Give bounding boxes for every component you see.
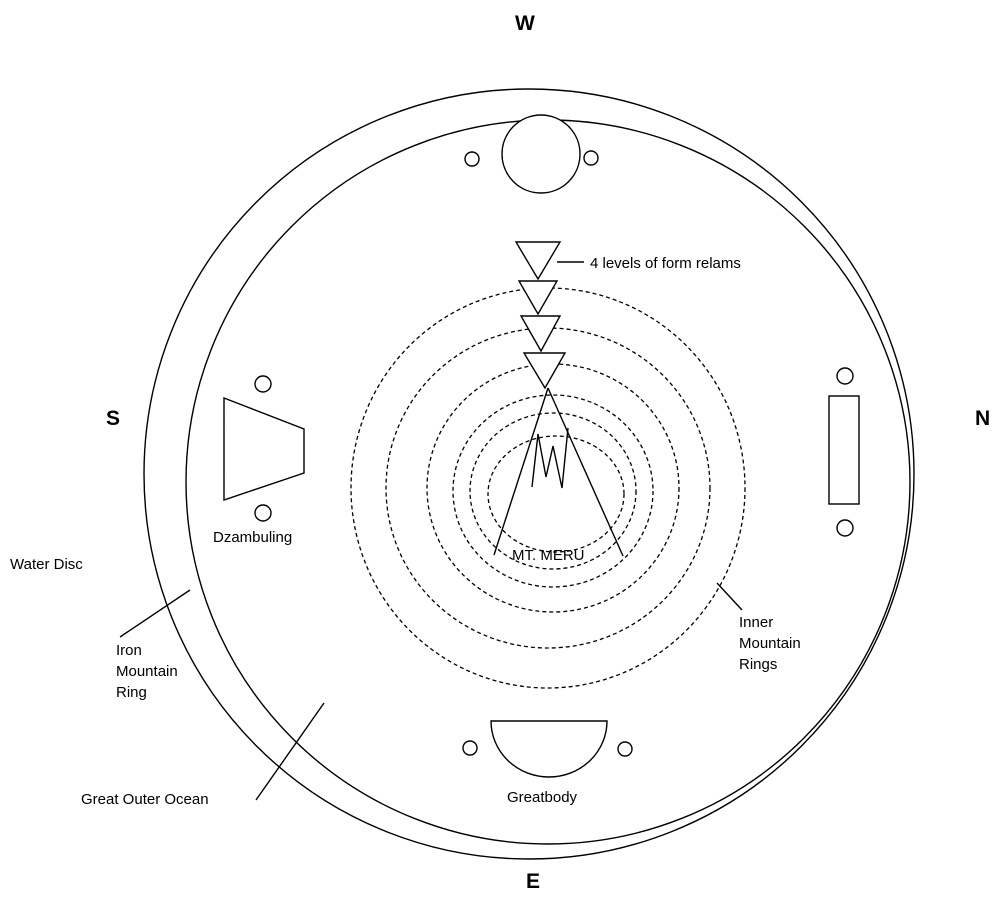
dzambuling-label: Dzambuling	[213, 529, 292, 546]
dzambuling-continent	[223, 375, 305, 522]
north-continent	[828, 367, 860, 537]
inner-rings-pointer	[716, 582, 743, 611]
greatbody-continent	[462, 720, 633, 778]
mt-meru-label: MT. MERU	[512, 547, 585, 564]
inner-rings-label-line-2: Mountain	[739, 635, 801, 652]
direction-south: S	[106, 407, 120, 430]
form-realms-label: 4 levels of form relams	[590, 255, 741, 272]
form-realms	[514, 241, 567, 390]
iron-ring-label-line-1: Iron	[116, 642, 142, 659]
direction-east: E	[526, 870, 540, 893]
inner-rings-label-line-3: Rings	[739, 656, 777, 673]
greatbody-islet-right	[617, 741, 633, 757]
form-realm-level-2	[519, 315, 562, 353]
great-outer-ocean-pointer	[255, 702, 325, 801]
iron-ring-label-line-3: Ring	[116, 684, 147, 701]
dzambuling-islet-top	[254, 375, 272, 393]
mt-meru	[493, 387, 624, 557]
inner-ring-1	[350, 287, 746, 689]
water-disc-label: Water Disc	[10, 556, 83, 573]
form-realm-level-1	[522, 352, 567, 390]
great-outer-ocean-label: Great Outer Ocean	[81, 791, 209, 808]
inner-ring-3	[426, 363, 680, 613]
inner-ring-5	[469, 412, 637, 570]
west-islet-left	[464, 151, 480, 167]
north-islet-bottom	[836, 519, 854, 537]
iron-ring-label-line-2: Mountain	[116, 663, 178, 680]
direction-north: N	[975, 407, 990, 430]
form-realm-level-3	[517, 280, 559, 316]
direction-west: W	[515, 12, 535, 35]
inner-ring-6	[487, 435, 625, 553]
outer-ring	[143, 88, 915, 860]
form-realm-level-4	[514, 241, 562, 281]
iron-ring-pointer	[119, 589, 191, 638]
inner-mountain-rings	[350, 287, 746, 689]
inner-ring-4	[452, 394, 654, 588]
west-continent	[464, 114, 599, 194]
dzambuling-islet-bottom	[254, 504, 272, 522]
west-islet-right	[583, 150, 599, 166]
north-islet-top	[836, 367, 854, 385]
greatbody-label: Greatbody	[507, 789, 578, 806]
inner-rings-label-line-1: Inner	[739, 614, 773, 631]
greatbody-islet-left	[462, 740, 478, 756]
